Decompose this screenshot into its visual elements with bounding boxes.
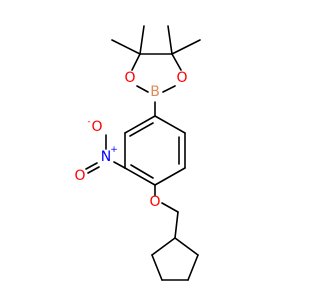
bond-cp-4 [151,254,163,281]
bond-methyl-3 [167,25,173,55]
bond-ch2-cyclopentyl [174,211,179,239]
ether-oxygen-label: O [149,194,160,210]
nitro-oxygen-charge: - [87,117,90,127]
bond-ring-6 [154,115,186,134]
bond-ring-4 [154,167,186,186]
bond-methyl-1 [111,39,141,55]
bond-methyl-4 [171,39,201,55]
bond-ring-3-inner [130,164,154,179]
bond-methyl-2 [139,25,145,55]
bond-cp-2 [187,254,199,281]
bond-o-left-c-left [131,53,141,71]
bond-ring-1 [124,115,156,134]
bond-boron-o-right [162,85,176,93]
bond-ether-o-ch2 [161,202,179,213]
bond-nitro-n-o-double-a [85,162,98,170]
bond-ring-1-inner [129,122,154,137]
boron-label: B [150,84,160,100]
bond-nitro-n-o-double-b [87,166,100,174]
nitro-oxygen-double-label: O [74,168,85,184]
ring-oxygen-right-label: O [176,70,187,86]
bond-ring-nitro [113,161,126,169]
bonds [85,25,201,281]
nitro-nitrogen-charge: + [110,145,118,155]
bond-c-right-o-right [171,53,182,71]
bond-cp-1 [174,237,199,256]
nitro-oxygen-label: O [91,119,102,135]
nitro-nitrogen-label: N [101,149,111,165]
atom-labels: B O O N + O - O O [74,70,187,210]
bond-o-left-boron [136,85,149,93]
bond-cp-5 [151,237,176,256]
ring-oxygen-left-label: O [124,70,135,86]
molecule-structure: B O O N + O - O O [74,25,201,281]
bond-ring-3 [124,167,156,186]
